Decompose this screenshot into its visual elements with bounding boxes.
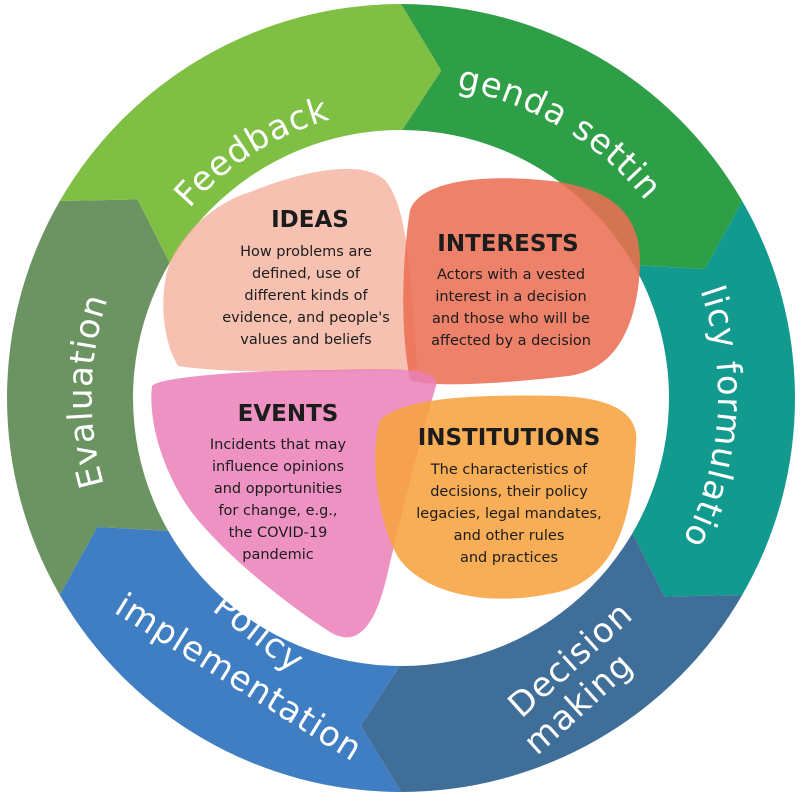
quadrant-events: EVENTS Incidents that may influence opini… xyxy=(210,401,347,563)
events-body-line: pandemic xyxy=(242,547,314,563)
institutions-body-line: and practices xyxy=(460,550,558,566)
quadrant-ideas: IDEAS How problems are defined, use of dif… xyxy=(222,207,390,348)
ideas-shape xyxy=(163,168,418,372)
ideas-body-line: defined, use of xyxy=(252,266,361,282)
ideas-body-line: different kinds of xyxy=(244,288,368,304)
ideas-body: How problems are defined, use of different… xyxy=(222,244,390,348)
ideas-body-line: evidence, and people's xyxy=(222,310,390,326)
events-body-line: the COVID-19 xyxy=(229,525,328,541)
events-body-line: influence opinions xyxy=(212,459,344,475)
events-body-line: and opportunities xyxy=(214,481,342,497)
institutions-body: The characteristics of decisions, their p… xyxy=(416,462,601,566)
institutions-body-line: legacies, legal mandates, xyxy=(416,506,601,522)
ring-segment-agenda-setting xyxy=(401,4,743,270)
ring-segment-policy-formulation xyxy=(631,201,795,597)
quadrant-interests: INTERESTS Actors with a vested interest i… xyxy=(431,231,591,349)
ring-segment-evaluation xyxy=(6,199,171,595)
institutions-shape xyxy=(375,395,637,599)
ideas-title: IDEAS xyxy=(271,207,349,233)
institutions-body-line: and other rules xyxy=(454,528,565,544)
ideas-body-line: How problems are xyxy=(240,244,372,260)
events-body-line: for change, e.g., xyxy=(218,503,337,519)
outer-ring xyxy=(6,4,795,792)
ideas-body-line: values and beliefs xyxy=(240,332,371,348)
interests-body-line: interest in a decision xyxy=(435,289,586,305)
events-body: Incidents that may influence opinions and … xyxy=(210,437,347,563)
ring-segment-decision-making xyxy=(360,531,743,792)
quadrant-institutions: INSTITUTIONS The characteristics of decis… xyxy=(416,425,601,566)
interests-body-line: affected by a decision xyxy=(431,333,591,349)
interests-title: INTERESTS xyxy=(437,231,578,257)
events-title: EVENTS xyxy=(238,401,339,427)
institutions-title: INSTITUTIONS xyxy=(418,425,601,451)
institutions-body-line: decisions, their policy xyxy=(430,484,588,500)
events-shape xyxy=(151,369,437,638)
interests-body-line: and those who will be xyxy=(432,311,590,327)
events-body-line: Incidents that may xyxy=(210,437,347,453)
interests-body-line: Actors with a vested xyxy=(437,267,585,283)
interests-shape xyxy=(403,178,641,385)
quadrant-shapes xyxy=(151,168,641,638)
ring-segment-policy-implementation xyxy=(59,526,402,792)
ring-segment-feedback xyxy=(59,4,442,265)
institutions-body-line: The characteristics of xyxy=(430,462,588,478)
interests-body: Actors with a vested interest in a decisi… xyxy=(431,267,591,349)
